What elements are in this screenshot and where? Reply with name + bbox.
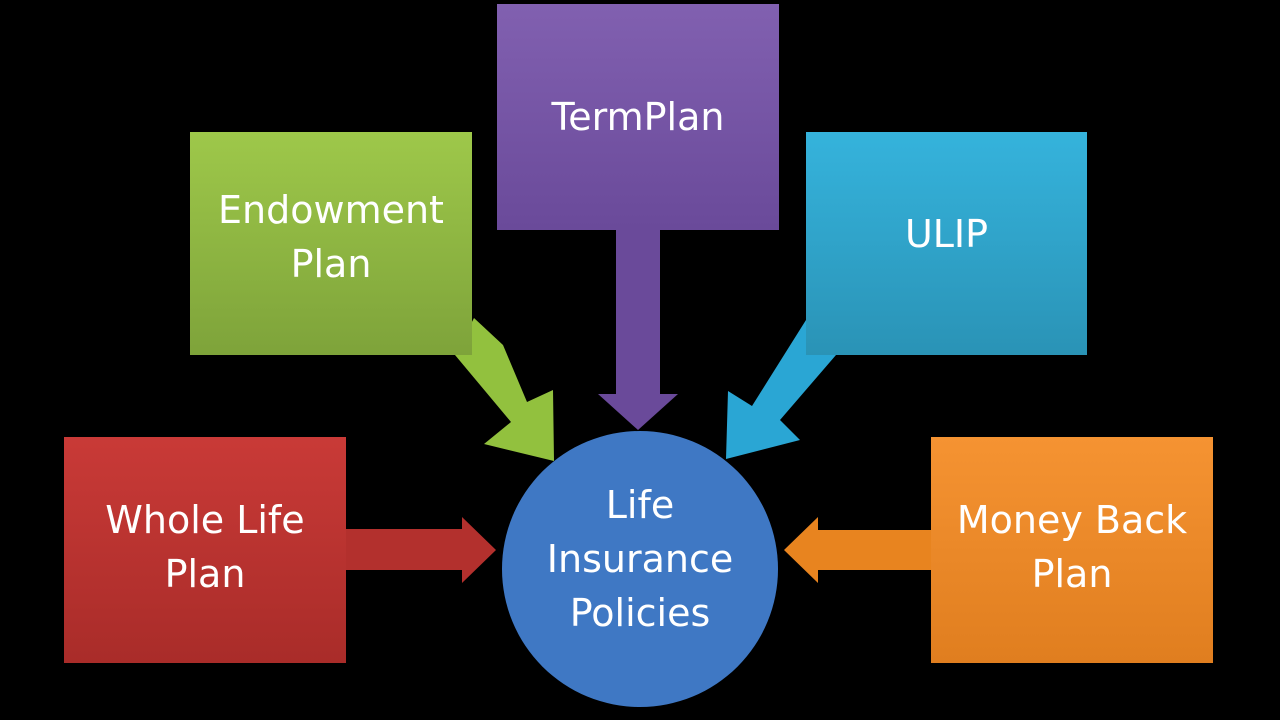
node-wholelife-label-line2: Plan bbox=[164, 552, 246, 596]
hub-life-insurance-policies: Life Insurance Policies bbox=[502, 431, 778, 707]
node-ulip: ULIP bbox=[806, 132, 1087, 355]
arrow-termplan-to-hub bbox=[598, 230, 678, 430]
arrow-moneyback-to-hub bbox=[784, 517, 931, 583]
node-moneyback-label-line1: Money Back bbox=[956, 498, 1188, 542]
hub-label-line3: Policies bbox=[569, 591, 711, 635]
node-money-back-plan: Money Back Plan bbox=[931, 437, 1213, 663]
node-whole-life-plan: Whole Life Plan bbox=[64, 437, 346, 663]
node-endowment-label-line1: Endowment bbox=[218, 187, 444, 232]
arrow-endowment-to-hub bbox=[455, 318, 554, 461]
node-wholelife-label-line1: Whole Life bbox=[105, 498, 305, 542]
node-termplan: TermPlan bbox=[497, 4, 779, 230]
node-termplan-label: TermPlan bbox=[551, 95, 725, 139]
node-ulip-label: ULIP bbox=[904, 211, 989, 256]
hub-label-line1: Life bbox=[605, 483, 675, 527]
node-moneyback-label-line2: Plan bbox=[1031, 552, 1113, 596]
node-endowment-label-line2: Plan bbox=[290, 241, 372, 286]
node-endowment-plan: Endowment Plan bbox=[190, 132, 472, 355]
hub-label-line2: Insurance bbox=[546, 537, 734, 581]
arrow-wholelife-to-hub bbox=[346, 517, 496, 583]
